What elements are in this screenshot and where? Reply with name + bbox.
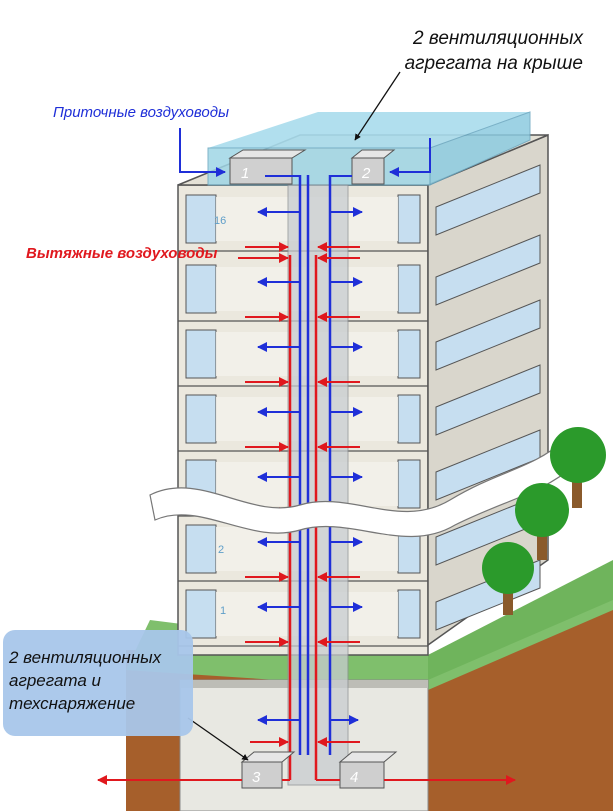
basement-unit-4: 4 bbox=[338, 751, 398, 789]
side-windows bbox=[435, 164, 541, 631]
roof-glass bbox=[208, 112, 530, 148]
exhaust-ducts-label: Вытяжные воздуховоды bbox=[26, 245, 218, 262]
side-window-row bbox=[435, 299, 541, 371]
unit-label-1: 1 bbox=[241, 165, 249, 182]
roof-units-label: 2 вентиляционных агрегата на крыше bbox=[404, 28, 583, 74]
ventilation-shaft bbox=[287, 184, 349, 786]
vertical-ducts bbox=[288, 175, 332, 780]
side-window-row bbox=[435, 234, 541, 306]
floor-bands bbox=[178, 194, 428, 647]
soil-right bbox=[428, 600, 613, 811]
trees bbox=[482, 427, 606, 615]
unit-label-2: 2 bbox=[361, 165, 371, 182]
roof-unit-1: 1 bbox=[228, 149, 307, 185]
grass-right bbox=[428, 560, 613, 680]
side-window-row bbox=[435, 164, 541, 236]
leader-lines bbox=[187, 71, 401, 761]
floor-arrows bbox=[238, 207, 363, 747]
floor-number-16: 16 bbox=[214, 215, 226, 227]
floor-number-2: 2 bbox=[218, 544, 224, 556]
supply-lead-left bbox=[179, 128, 226, 177]
basement-units-label: 2 вентиляционных агрегата и техснаряжени… bbox=[9, 648, 162, 713]
roof-unit-2: 2 bbox=[350, 149, 396, 185]
roof-leader bbox=[354, 71, 401, 141]
unit-label-4: 4 bbox=[350, 769, 358, 786]
roof-supply-lines bbox=[179, 128, 431, 177]
grass-strip bbox=[126, 565, 613, 690]
basement-label-box bbox=[3, 630, 193, 736]
supply-ducts-label: Приточные воздуховоды bbox=[53, 104, 230, 121]
floor-number-1: 1 bbox=[220, 605, 226, 617]
base-leader bbox=[187, 717, 249, 761]
supply-lead-right bbox=[389, 138, 431, 177]
unit-label-3: 3 bbox=[252, 769, 261, 786]
side-window-row bbox=[435, 364, 541, 436]
basement-unit-3: 3 bbox=[240, 751, 296, 789]
